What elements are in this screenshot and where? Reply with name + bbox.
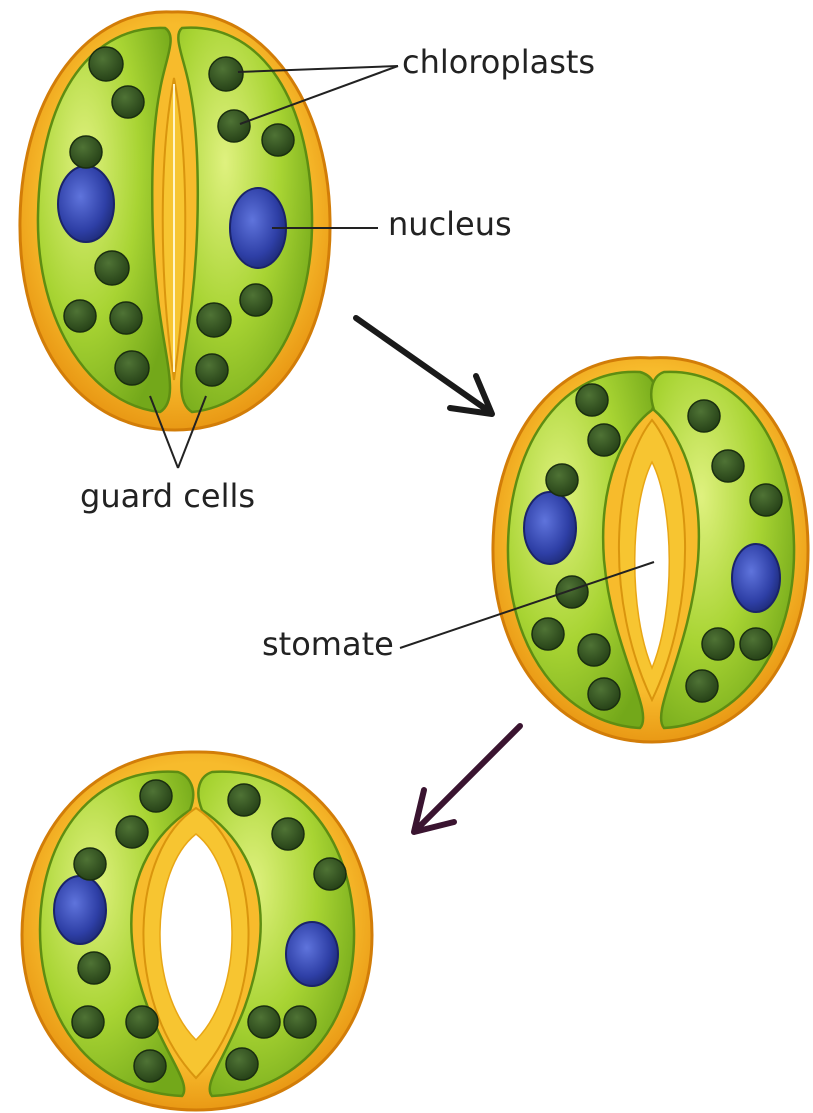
- chloroplast: [284, 1006, 316, 1038]
- stage-opening: [493, 358, 808, 742]
- chloroplast: [70, 136, 102, 168]
- nucleus: [58, 166, 114, 242]
- chloroplast: [588, 424, 620, 456]
- stage-closed: [20, 12, 330, 430]
- chloroplast: [209, 57, 243, 91]
- chloroplast: [112, 86, 144, 118]
- chloroplast: [134, 1050, 166, 1082]
- chloroplast: [74, 848, 106, 880]
- chloroplast: [750, 484, 782, 516]
- chloroplast: [197, 303, 231, 337]
- chloroplast: [126, 1006, 158, 1038]
- chloroplast: [740, 628, 772, 660]
- chloroplast: [218, 110, 250, 142]
- chloroplast: [702, 628, 734, 660]
- chloroplast: [95, 251, 129, 285]
- chloroplast: [78, 952, 110, 984]
- chloroplast: [314, 858, 346, 890]
- chloroplast: [196, 354, 228, 386]
- nucleus: [524, 492, 576, 564]
- chloroplast: [140, 780, 172, 812]
- label-stomate: stomate: [262, 628, 394, 660]
- chloroplast: [588, 678, 620, 710]
- chloroplast: [272, 818, 304, 850]
- chloroplast: [240, 284, 272, 316]
- chloroplast: [576, 384, 608, 416]
- stage-open: [22, 752, 372, 1110]
- chloroplast: [556, 576, 588, 608]
- arrow-closed-to-opening: [356, 318, 492, 414]
- chloroplast: [228, 784, 260, 816]
- nucleus: [54, 876, 106, 944]
- chloroplast: [115, 351, 149, 385]
- chloroplast: [578, 634, 610, 666]
- chloroplast: [248, 1006, 280, 1038]
- nucleus: [732, 544, 780, 612]
- chloroplast: [110, 302, 142, 334]
- chloroplast: [64, 300, 96, 332]
- label-chloroplasts: chloroplasts: [402, 46, 595, 78]
- chloroplast: [546, 464, 578, 496]
- chloroplast: [686, 670, 718, 702]
- chloroplast: [226, 1048, 258, 1080]
- nucleus: [286, 922, 338, 986]
- label-guard-cells: guard cells: [80, 480, 255, 512]
- arrow-opening-to-open: [414, 726, 520, 832]
- chloroplast: [712, 450, 744, 482]
- label-nucleus: nucleus: [388, 208, 512, 240]
- chloroplast: [532, 618, 564, 650]
- chloroplast: [89, 47, 123, 81]
- chloroplast: [116, 816, 148, 848]
- chloroplast: [688, 400, 720, 432]
- chloroplast: [72, 1006, 104, 1038]
- chloroplast: [262, 124, 294, 156]
